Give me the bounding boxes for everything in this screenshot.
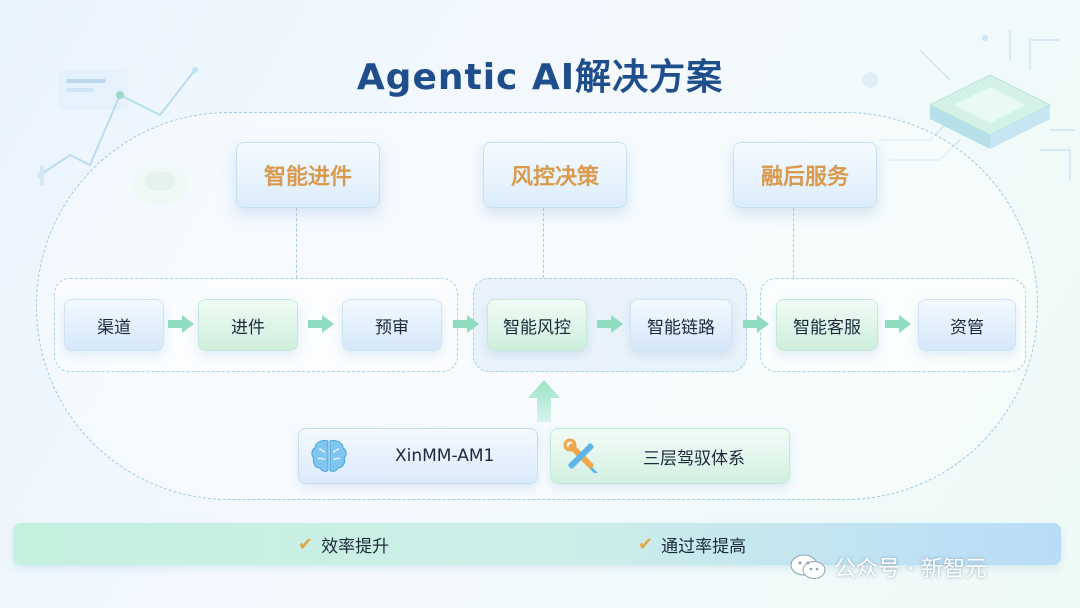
step-intelligent-customer-service: 智能客服 (776, 299, 878, 351)
right-arrow-icon (168, 315, 194, 333)
step-intelligent-risk-control: 智能风控 (487, 299, 587, 351)
watermark-text: 公众号 · 新智元 (834, 557, 987, 582)
step-label: 智能客服 (793, 317, 861, 338)
benefit-label: 通过率提高 (661, 537, 747, 557)
step-asset-management: 资管 (918, 299, 1016, 351)
stage-label: 风控决策 (510, 165, 599, 190)
step-channel: 渠道 (64, 299, 164, 351)
right-arrow-icon (885, 315, 911, 333)
step-intelligent-link: 智能链路 (630, 299, 732, 351)
brain-icon (311, 440, 347, 472)
check-icon: ✔ (638, 534, 654, 555)
step-label: 资管 (950, 317, 984, 338)
step-application: 进件 (198, 299, 298, 351)
model-label: XinMM-AM1 (395, 446, 495, 466)
wechat-icon (790, 554, 826, 579)
stage-label: 融后服务 (760, 165, 849, 190)
connector-line (793, 208, 794, 278)
right-arrow-icon (743, 315, 769, 333)
watermark: 公众号 · 新智元 (790, 553, 987, 582)
connector-line (543, 208, 544, 278)
step-pre-review: 预审 (342, 299, 442, 351)
right-arrow-icon (308, 315, 334, 333)
step-label: 进件 (231, 317, 265, 338)
up-arrow-icon (528, 380, 560, 422)
model-label: 三层驾驭体系 (643, 448, 745, 469)
step-label: 智能链路 (647, 317, 715, 338)
model-box-xinmm: XinMM-AM1 (298, 428, 538, 484)
benefit-approval-rate: ✔ 通过率提高 (638, 532, 746, 557)
benefit-efficiency: ✔ 效率提升 (298, 532, 389, 557)
step-label: 渠道 (97, 317, 131, 338)
step-label: 预审 (375, 317, 409, 338)
stage-box-intelligent-application: 智能进件 (236, 142, 380, 208)
model-box-control-system: 三层驾驭体系 (550, 428, 790, 484)
decorative-chip-graphic (862, 30, 1075, 180)
right-arrow-icon (597, 315, 623, 333)
stage-box-post-loan-service: 融后服务 (733, 142, 877, 208)
page-title: Agentic AI解决方案 (356, 57, 724, 98)
tools-icon (563, 438, 598, 473)
stage-box-risk-decision: 风控决策 (483, 142, 627, 208)
connector-line (296, 208, 297, 278)
stage-label: 智能进件 (263, 165, 352, 190)
right-arrow-icon (453, 315, 479, 333)
check-icon: ✔ (298, 534, 314, 555)
benefit-label: 效率提升 (321, 537, 390, 557)
step-label: 智能风控 (503, 317, 571, 338)
benefits-bar: ✔ 效率提升 ✔ 通过率提高 (13, 523, 1061, 565)
